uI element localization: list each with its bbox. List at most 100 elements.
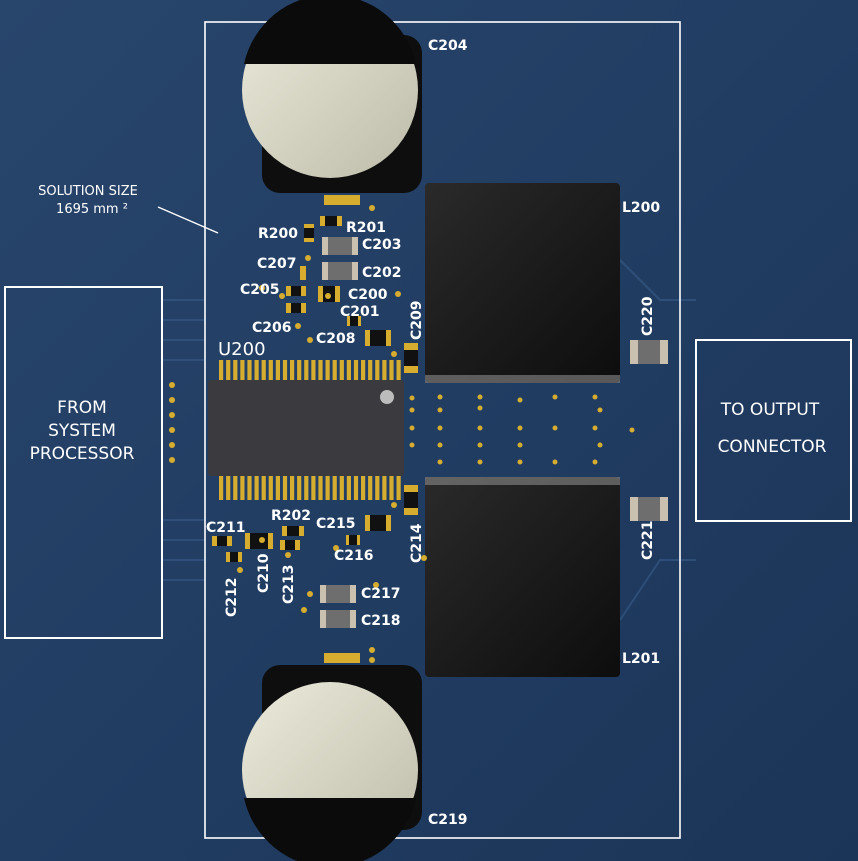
capacitor-c208 (365, 330, 391, 346)
capacitor-c216 (346, 535, 360, 545)
solution-size-leader (157, 206, 219, 234)
ic-pin-bottom (325, 474, 330, 500)
ic-pin-bottom (361, 474, 366, 500)
capacitor-c212 (226, 552, 242, 562)
ic-pin-bottom (247, 474, 252, 500)
ic-pin-top (233, 360, 238, 382)
via-scatter (237, 205, 427, 663)
ic-pin-top (318, 360, 323, 382)
refdes-c219: C219 (428, 812, 468, 828)
ic-pin-top (382, 360, 387, 382)
ic-pin-top (325, 360, 330, 382)
capacitor-c209 (404, 343, 418, 373)
ic-pin-top (332, 360, 337, 382)
via-grid (409, 394, 635, 465)
refdes-c213: C213 (281, 565, 297, 605)
ic-pin-top (297, 360, 302, 382)
resistor-r202 (282, 526, 304, 536)
ic-pin-bottom (346, 474, 351, 500)
ic-pin-bottom (389, 474, 394, 500)
ic-pin-top (254, 360, 259, 382)
capacitor-c214 (404, 485, 418, 515)
refdes-c218: C218 (361, 613, 401, 629)
refdes-labels: C204 C219 L200 L201 U200 R200 R201 R202 … (206, 38, 660, 828)
from-label-line2: SYSTEM (48, 421, 116, 441)
to-label-line2: CONNECTOR (718, 437, 827, 457)
capacitor-c217 (320, 585, 356, 603)
capacitor-c211 (212, 536, 232, 546)
ic-pin-top (247, 360, 252, 382)
refdes-c205: C205 (240, 282, 280, 298)
refdes-u200: U200 (218, 339, 266, 360)
refdes-c210: C210 (256, 553, 272, 593)
refdes-c208: C208 (316, 331, 356, 347)
ic-pin-top (282, 360, 288, 382)
ic-pin-top (261, 360, 266, 382)
refdes-c201: C201 (340, 304, 380, 320)
ic-pin-bottom (297, 474, 302, 500)
refdes-r200: R200 (258, 226, 298, 242)
ic-pin-top (304, 360, 309, 382)
ic-pin-top (311, 360, 316, 382)
solution-size-line1: SOLUTION SIZE (38, 184, 138, 199)
ic-pin-top (368, 360, 373, 382)
ic-pin-bottom (318, 474, 323, 500)
refdes-c202: C202 (362, 265, 402, 281)
ic-pin-bottom (382, 474, 387, 500)
system-processor-box (4, 286, 163, 639)
ic-pin-top (339, 360, 344, 382)
ic-pin-bottom (240, 474, 245, 500)
refdes-l200: L200 (622, 200, 660, 216)
refdes-r201: R201 (346, 220, 386, 236)
inductor-l201 (425, 477, 620, 677)
ic-pin-top (361, 360, 366, 382)
ic-pin-top (240, 360, 245, 382)
ic-pin-top (268, 360, 273, 382)
ic-pin-bottom (311, 474, 316, 500)
smd-components (212, 216, 668, 628)
capacitor-c220 (630, 340, 668, 364)
ic-pin-top (396, 360, 401, 382)
inductor-l200 (425, 183, 620, 383)
ic-pin-bottom (368, 474, 373, 500)
ic-pin-bottom (332, 474, 337, 500)
refdes-c217: C217 (361, 586, 401, 602)
capacitor-c205 (286, 286, 306, 296)
ic-pin-bottom (254, 474, 259, 500)
from-label-line1: FROM (57, 398, 107, 418)
refdes-c203: C203 (362, 237, 402, 253)
resistor-r200 (304, 224, 314, 242)
ic-pin-bottom (282, 474, 288, 500)
refdes-c209: C209 (409, 301, 425, 341)
resistor-r201 (320, 216, 342, 226)
refdes-c200: C200 (348, 287, 388, 303)
capacitor-c221 (630, 497, 668, 521)
ic-pin-bottom (290, 474, 295, 500)
ic-pin-top (375, 360, 380, 382)
ic-pin-bottom (304, 474, 309, 500)
solution-size-line2: 1695 mm ² (56, 202, 128, 217)
electrolytic-capacitor-c204 (242, 0, 422, 205)
refdes-c220: C220 (640, 296, 656, 336)
refdes-c211: C211 (206, 520, 246, 536)
ic-pin-bottom (261, 474, 266, 500)
capacitor-c215 (365, 515, 391, 531)
refdes-c221: C221 (640, 521, 656, 561)
ic-pin-top (219, 360, 224, 382)
to-label-line1: TO OUTPUT (720, 400, 820, 420)
refdes-c214: C214 (409, 523, 425, 563)
ic-pin-top (389, 360, 394, 382)
ic-pin-bottom (353, 474, 359, 500)
ic-pin-bottom (339, 474, 344, 500)
output-connector-box (695, 339, 852, 522)
ic-pin-bottom (219, 474, 224, 500)
ic-u200 (208, 360, 404, 500)
capacitor-c203 (322, 237, 358, 255)
refdes-l201: L201 (622, 651, 660, 667)
capacitor-c218 (320, 610, 356, 628)
capacitor-c201 (347, 316, 361, 326)
capacitor-c202 (322, 262, 358, 280)
refdes-r202: R202 (271, 508, 311, 524)
